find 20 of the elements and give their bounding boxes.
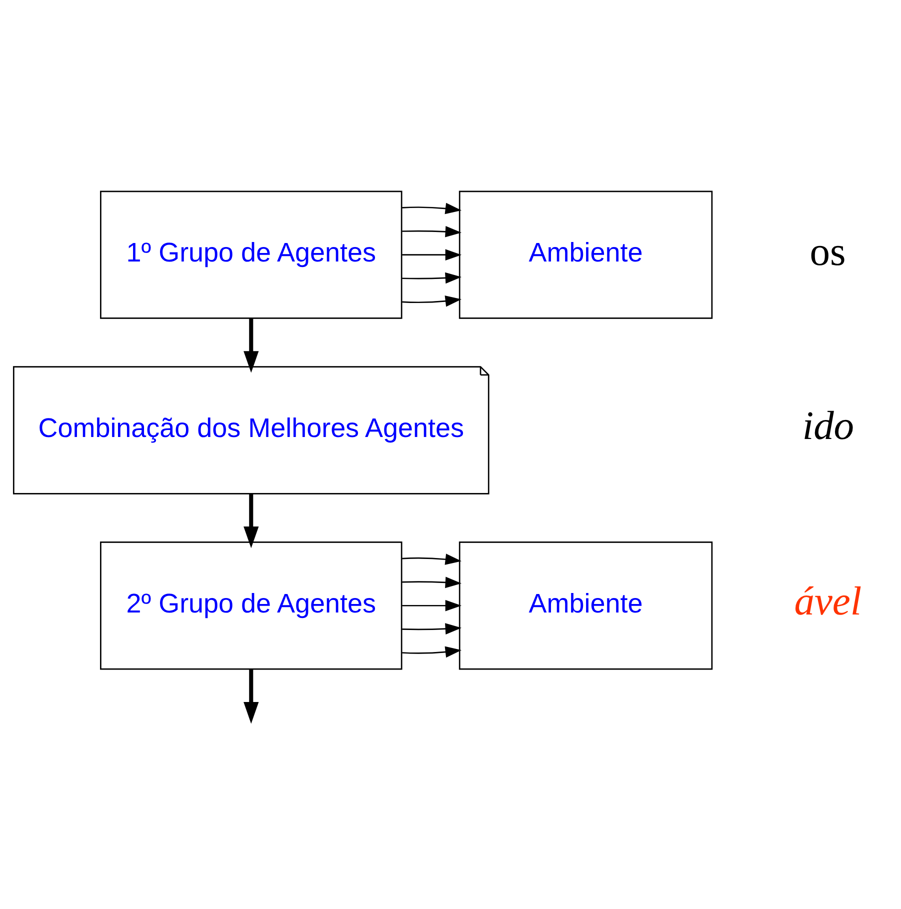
arrow	[402, 646, 462, 658]
arrow	[402, 599, 462, 611]
arrow	[244, 493, 259, 548]
node-box: 2º Grupo de Agentes	[100, 541, 402, 670]
arrow	[402, 225, 462, 237]
arrow	[244, 318, 259, 372]
label: ido	[802, 402, 854, 448]
label: os	[810, 228, 846, 274]
arrow	[402, 202, 462, 214]
arrow	[402, 576, 462, 588]
node-box: 1º Grupo de Agentes	[100, 190, 402, 318]
arrow	[402, 248, 462, 260]
arrow	[402, 622, 462, 634]
label: ável	[794, 578, 862, 623]
arrow	[244, 668, 259, 724]
arrow	[402, 272, 462, 284]
node-box: Ambiente	[458, 190, 713, 318]
node-box: Ambiente	[458, 541, 713, 670]
arrow	[402, 295, 462, 306]
arrow	[402, 553, 462, 564]
